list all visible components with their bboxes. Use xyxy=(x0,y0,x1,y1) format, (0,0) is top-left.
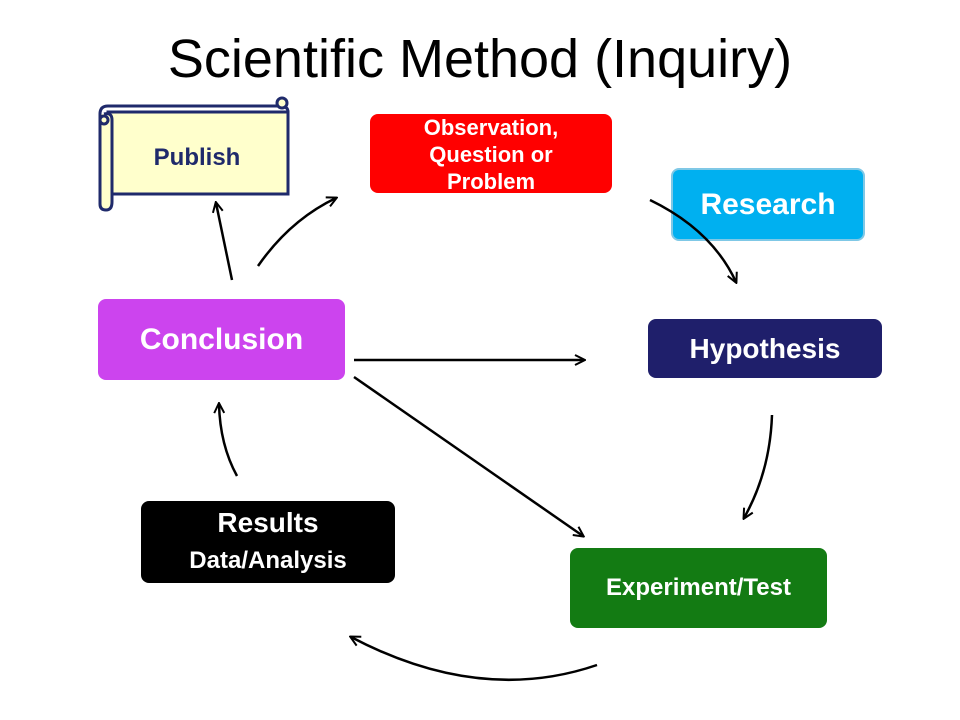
results-box: Results Data/Analysis xyxy=(141,501,395,583)
observation-line-2: Question or xyxy=(429,142,553,167)
research-box: Research xyxy=(671,168,865,241)
research-label: Research xyxy=(700,187,836,221)
arrow-experiment-to-results xyxy=(351,637,598,682)
arrow-conclusion-to-observation xyxy=(256,198,336,267)
hypothesis-box: Hypothesis xyxy=(648,319,882,378)
publish-scroll-shape xyxy=(98,96,290,212)
experiment-label: Experiment/Test xyxy=(606,574,791,601)
arrow-hypothesis-to-experiment xyxy=(744,414,774,518)
arrow-observation-to-hypothesis xyxy=(649,198,736,282)
hypothesis-label: Hypothesis xyxy=(689,332,841,364)
arrow-conclusion-to-experiment xyxy=(353,375,583,536)
results-label: Results xyxy=(217,507,319,538)
observation-question-problem-box: Observation, Question or Problem xyxy=(370,114,612,194)
conclusion-label: Conclusion xyxy=(139,322,304,356)
arrow-results-to-conclusion xyxy=(219,404,239,477)
observation-line-3: Problem xyxy=(446,169,536,194)
publish-label: Publish xyxy=(153,144,241,171)
observation-line-1: Observation, xyxy=(423,115,559,140)
page-title: Scientific Method (Inquiry) xyxy=(167,29,793,89)
results-sub-label: Data/Analysis xyxy=(189,547,347,574)
conclusion-box: Conclusion xyxy=(98,299,345,380)
arrow-conclusion-to-publish xyxy=(216,203,234,281)
experiment-test-box: Experiment/Test xyxy=(570,548,827,628)
